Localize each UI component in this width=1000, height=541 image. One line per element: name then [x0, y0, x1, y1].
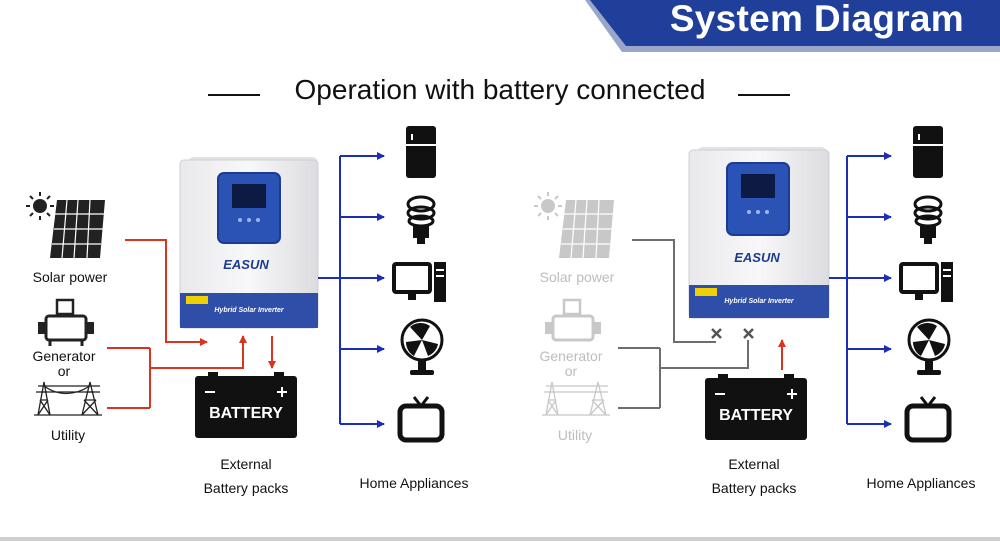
- banner-shape: [585, 0, 1000, 52]
- television-icon: [397, 396, 445, 443]
- light-bulb-icon: [406, 195, 436, 244]
- inverter-brand: EASUN: [734, 250, 780, 265]
- solar-panel-icon: [559, 199, 614, 259]
- utility-label: Utility: [557, 427, 593, 443]
- inactive-solar-line: [632, 239, 716, 343]
- fan-icon: [907, 318, 951, 375]
- subtitle-rule-left: [208, 94, 260, 96]
- generator-label: Generator: [32, 348, 96, 364]
- inverter-brand: EASUN: [223, 257, 269, 272]
- utility-tower-icon: [34, 381, 102, 416]
- or-label: or: [57, 363, 71, 379]
- desktop-computer-icon: [899, 262, 953, 302]
- appliance-flow-line: [829, 152, 892, 428]
- battery-label: BATTERY: [209, 405, 283, 422]
- home-appliances-label: Home Appliances: [866, 475, 976, 491]
- battery-icon: [195, 372, 297, 438]
- battery-caption-line1: External: [220, 456, 272, 472]
- battery-icon: [705, 374, 807, 440]
- diagram-subtitle: Operation with battery connected: [294, 74, 706, 105]
- utility-tower-icon: [542, 381, 610, 416]
- grid-flow-line: [107, 335, 247, 409]
- inverter-unit: [688, 147, 830, 319]
- battery-label: BATTERY: [719, 407, 793, 424]
- sun-icon: [26, 192, 54, 220]
- generator-label: Generator: [539, 348, 603, 364]
- desktop-computer-icon: [392, 262, 446, 302]
- battery-caption-line1: External: [728, 456, 780, 472]
- inactive-grid-line: [618, 340, 749, 409]
- appliance-flow-line: [318, 152, 385, 428]
- generator-icon: [545, 298, 601, 342]
- disconnected-x-icon: [711, 328, 754, 339]
- solar-power-label: Solar power: [32, 269, 108, 285]
- bottom-divider: [0, 537, 1000, 541]
- refrigerator-icon: [913, 126, 943, 178]
- or-label: or: [564, 363, 578, 379]
- inverter-model: Hybrid Solar Inverter: [214, 307, 285, 314]
- battery-caption-line2: Battery packs: [711, 480, 797, 496]
- fan-icon: [400, 318, 444, 375]
- refrigerator-icon: [406, 126, 436, 178]
- utility-label: Utility: [50, 427, 86, 443]
- page-title: System Diagram: [669, 0, 964, 39]
- home-appliances-label: Home Appliances: [359, 475, 469, 491]
- battery-caption-line2: Battery packs: [203, 480, 289, 496]
- solar-power-label: Solar power: [539, 269, 615, 285]
- light-bulb-icon: [913, 195, 943, 244]
- sun-icon: [534, 192, 562, 220]
- inverter-unit: [179, 157, 319, 329]
- header-banner: System Diagram: [0, 0, 1000, 60]
- solar-flow-line: [125, 239, 208, 346]
- inverter-model: Hybrid Solar Inverter: [724, 298, 795, 305]
- television-icon: [904, 396, 952, 443]
- solar-panel-icon: [50, 199, 105, 259]
- subtitle-rule-right: [738, 94, 790, 96]
- generator-icon: [38, 298, 94, 346]
